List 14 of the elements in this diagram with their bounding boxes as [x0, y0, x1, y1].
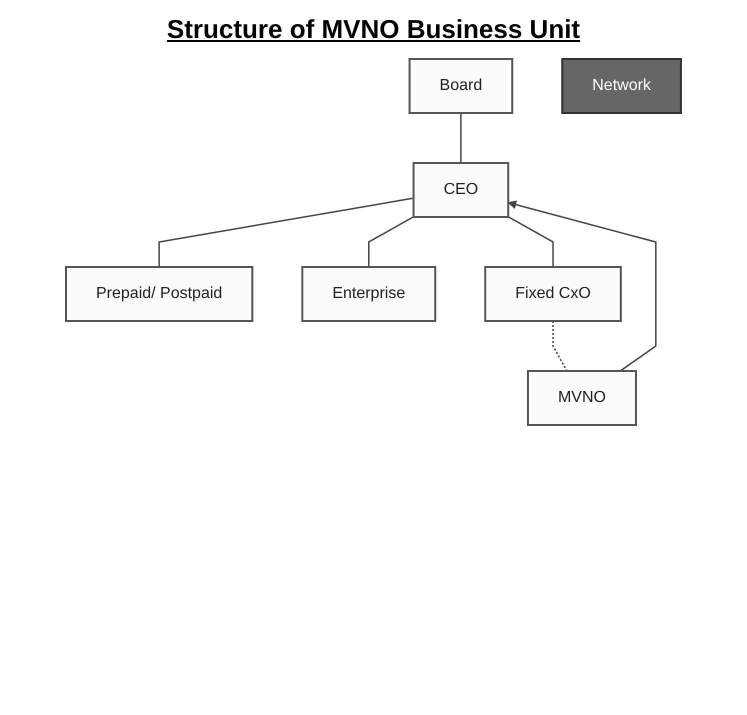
diagram-title: Structure of MVNO Business Unit [166, 14, 582, 45]
node-box: Network [561, 58, 682, 114]
connector [158, 197, 414, 267]
node-box: CEO [412, 162, 510, 218]
connector [460, 113, 462, 163]
connector [508, 216, 554, 267]
connector [368, 216, 414, 267]
arrow [508, 200, 657, 372]
connector [552, 321, 568, 372]
node-box: Fixed CxO [484, 266, 622, 322]
node-box: Board [408, 58, 514, 114]
node-box: Enterprise [301, 266, 436, 322]
node-box: MVNO [527, 370, 637, 426]
node-box: Prepaid/ Postpaid [65, 266, 254, 322]
